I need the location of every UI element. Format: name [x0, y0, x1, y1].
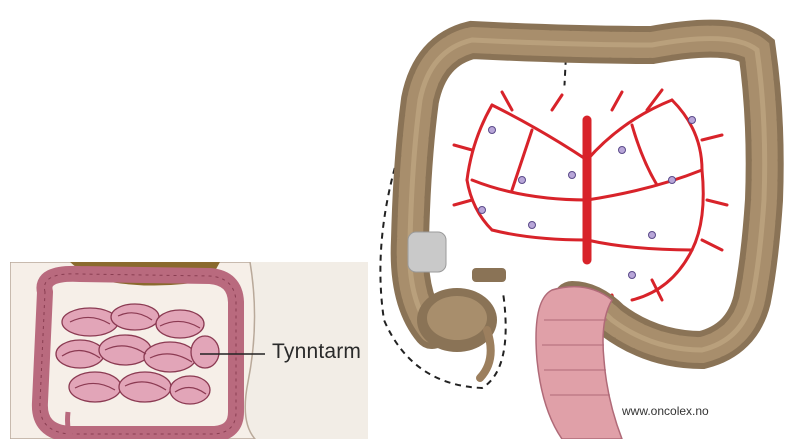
colon-drawing: [372, 0, 786, 439]
tumor: [408, 232, 446, 272]
source-watermark: www.oncolex.no: [622, 404, 709, 418]
colon-illustration: www.oncolex.no: [372, 0, 786, 439]
small-intestine-label: Tynntarm: [272, 340, 361, 364]
small-intestine-illustration: Tynntarm: [10, 262, 368, 439]
